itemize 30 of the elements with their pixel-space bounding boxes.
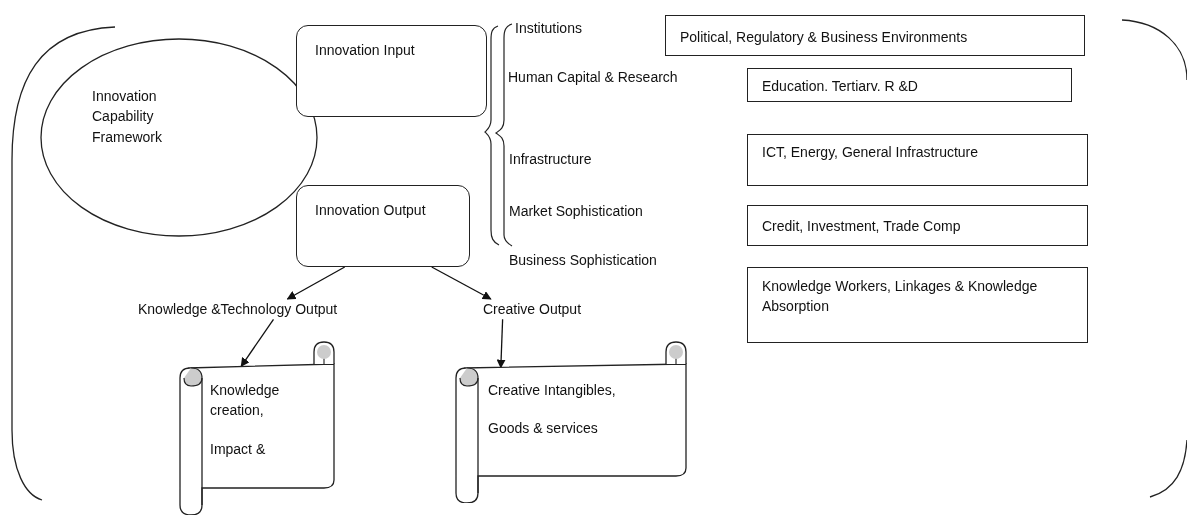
arrow [496, 318, 506, 369]
node-label: Education. Tertiarv. R &D [762, 77, 919, 96]
category-label: Human Capital & Research [508, 68, 678, 87]
node-label: Knowledge Workers, Linkages & Knowledge Absorption [762, 277, 1039, 317]
category-label: Infrastructure [509, 150, 592, 169]
node-label: Innovation Capability Framework [92, 87, 163, 147]
category-label: Knowledge &Technology Output [138, 300, 338, 319]
node-label: Political, Regulatory & Business Environments [680, 28, 969, 47]
input-box [296, 25, 487, 117]
node-label: Creative Intangibles, [488, 381, 617, 400]
category-box [747, 267, 1088, 343]
category-box [747, 134, 1088, 186]
output-box [296, 185, 470, 267]
arrow [431, 266, 492, 300]
category-box [747, 68, 1072, 102]
category-label: Institutions [515, 19, 582, 38]
category-label: Creative Output [483, 300, 582, 319]
node-label: Impact & [210, 439, 267, 459]
node-label: Innovation Output [315, 201, 427, 220]
node-label: Goods & services [488, 419, 599, 439]
node-label: Credit, Investment, Trade Comp [762, 217, 962, 236]
node-label: Knowledge creation, [210, 381, 281, 421]
category-box [747, 205, 1088, 246]
category-label: Market Sophistication [509, 202, 643, 221]
node-label: Innovation Input [315, 41, 416, 60]
node-label: ICT, Energy, General Infrastructure [762, 143, 980, 162]
category-label: Business Sophistication [509, 251, 657, 270]
category-box [665, 15, 1085, 56]
arrow [240, 318, 275, 368]
arrow [286, 266, 346, 300]
